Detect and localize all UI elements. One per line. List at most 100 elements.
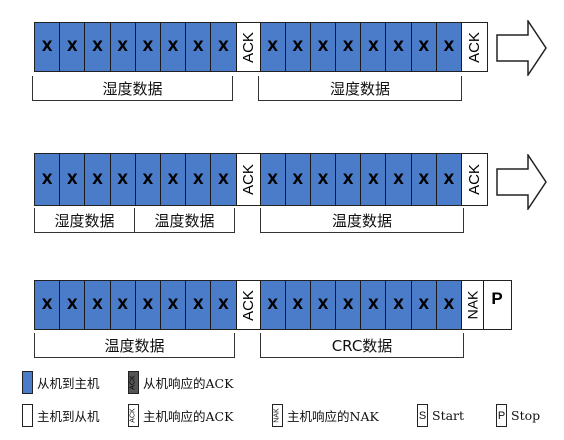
stop-cell: P xyxy=(484,281,510,329)
legend-label: 从机响应的ACK xyxy=(143,376,234,391)
data-bit: X xyxy=(186,23,212,71)
nak-text: NAK xyxy=(464,290,481,320)
data-bit: X xyxy=(60,281,86,329)
ack-cell: ACK xyxy=(236,281,261,329)
continue-arrow-icon xyxy=(496,154,547,210)
legend-slave-to-master: 从机到主机 xyxy=(22,371,100,394)
data-bit: X xyxy=(135,281,161,329)
legend-label: 主机响应的ACK xyxy=(143,409,234,424)
start-swatch-icon: S xyxy=(417,404,428,427)
legend-label: Start xyxy=(432,408,465,423)
label-row-2a: 湿度数据 温度数据 xyxy=(34,208,235,233)
data-bit: X xyxy=(60,23,86,71)
swatch-text: P xyxy=(497,409,506,422)
data-bit: X xyxy=(160,154,187,205)
data-bit: X xyxy=(211,154,237,205)
field-label: 温度数据 xyxy=(331,211,392,230)
data-bit: X xyxy=(336,23,362,71)
legend-label: 主机响应的NAK xyxy=(287,409,379,424)
data-bit: X xyxy=(135,154,161,205)
data-bit: X xyxy=(60,154,86,205)
field-label: 温度数据 xyxy=(134,208,234,232)
white-swatch-icon xyxy=(22,404,33,427)
data-bit: X xyxy=(110,23,136,71)
data-bit: X xyxy=(436,154,462,205)
ack-text: ACK xyxy=(465,31,483,63)
legend-stop: P Stop xyxy=(496,404,540,427)
legend-label: 从机到主机 xyxy=(37,376,100,391)
ack-cell: ACK xyxy=(236,154,261,205)
field-label: 湿度数据 xyxy=(102,79,163,98)
swatch-text: ACK xyxy=(130,408,137,423)
ack-text: ACK xyxy=(465,164,483,195)
field-label: 湿度数据 xyxy=(329,79,390,98)
ack-cell: ACK xyxy=(462,154,486,205)
nak-cell: NAK xyxy=(462,281,484,329)
ack-text: ACK xyxy=(239,289,257,321)
frame-row-1: X X X X X X X X ACK X X X X X X X X ACK xyxy=(34,22,488,72)
legend-master-ack: ACK 主机响应的ACK xyxy=(128,404,233,427)
legend-master-to-slave: 主机到从机 xyxy=(22,404,100,427)
legend-label: Stop xyxy=(511,408,541,423)
field-label: CRC数据 xyxy=(331,336,393,355)
legend-master-nak: NAK 主机响应的NAK xyxy=(272,404,379,427)
swatch-text: S xyxy=(418,409,427,422)
blue-swatch-icon xyxy=(22,371,33,394)
data-bit: X xyxy=(386,23,412,71)
data-bit: X xyxy=(160,281,187,329)
ack-cell: ACK xyxy=(462,23,486,71)
data-bit: X xyxy=(35,154,61,205)
ack-text: ACK xyxy=(239,31,257,63)
data-bit: X xyxy=(211,23,237,71)
label-row-1a: 湿度数据 xyxy=(32,76,233,101)
master-nak-swatch-icon: NAK xyxy=(272,404,283,427)
data-bit: X xyxy=(436,23,462,71)
ack-text: ACK xyxy=(239,164,257,195)
data-bit: X xyxy=(361,154,387,205)
frame-row-3: X X X X X X X X ACK X X X X X X X X NAK … xyxy=(34,280,512,330)
data-bit: X xyxy=(35,281,61,329)
data-bit: X xyxy=(310,23,337,71)
continue-arrow-icon xyxy=(496,20,547,76)
data-bit: X xyxy=(411,154,437,205)
data-bit: X xyxy=(310,281,337,329)
data-bit: X xyxy=(85,154,111,205)
data-bit: X xyxy=(285,281,311,329)
data-bit: X xyxy=(35,23,61,71)
data-bit: X xyxy=(85,281,111,329)
data-bit: X xyxy=(336,281,362,329)
field-label: 温度数据 xyxy=(104,336,165,355)
slave-ack-swatch-icon: ACK xyxy=(128,371,139,394)
data-bit: X xyxy=(386,281,412,329)
label-row-1b: 湿度数据 xyxy=(258,76,462,101)
data-bit: X xyxy=(285,154,311,205)
data-bit: X xyxy=(260,154,286,205)
data-bit: X xyxy=(336,154,362,205)
field-label: 湿度数据 xyxy=(54,211,115,230)
master-ack-swatch-icon: ACK xyxy=(128,404,139,427)
data-bit: X xyxy=(186,281,212,329)
legend-slave-ack: ACK 从机响应的ACK xyxy=(128,371,233,394)
data-bit: X xyxy=(436,281,462,329)
data-bit: X xyxy=(260,23,286,71)
data-bit: X xyxy=(386,154,412,205)
data-bit: X xyxy=(85,23,111,71)
swatch-text: NAK xyxy=(274,408,281,423)
data-bit: X xyxy=(361,281,387,329)
label-row-2b: 温度数据 xyxy=(260,208,464,233)
legend-start: S Start xyxy=(417,404,464,427)
data-bit: X xyxy=(135,23,161,71)
data-bit: X xyxy=(411,281,437,329)
data-bit: X xyxy=(110,154,136,205)
data-bit: X xyxy=(361,23,387,71)
data-bit: X xyxy=(260,281,286,329)
stop-swatch-icon: P xyxy=(496,404,507,427)
legend-label: 主机到从机 xyxy=(37,409,100,424)
frame-row-2: X X X X X X X X ACK X X X X X X X X ACK xyxy=(34,153,488,206)
label-row-3a: 温度数据 xyxy=(34,333,235,358)
data-bit: X xyxy=(411,23,437,71)
data-bit: X xyxy=(160,23,187,71)
data-bit: X xyxy=(285,23,311,71)
swatch-text: ACK xyxy=(130,375,137,390)
data-bit: X xyxy=(211,281,237,329)
